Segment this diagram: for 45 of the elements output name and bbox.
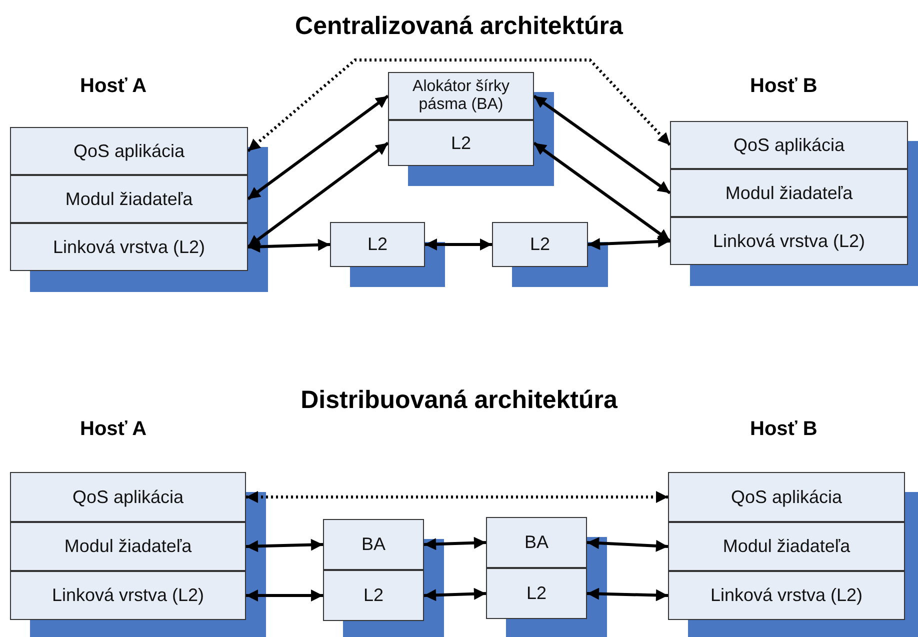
layer-box: L2 — [492, 222, 588, 267]
double-arrow — [425, 238, 492, 250]
layer-box: L2 — [486, 568, 587, 619]
section-title: Distribuovaná architektúra — [300, 386, 618, 414]
host-heading: Hosť B — [750, 418, 818, 441]
layer-box: BA — [486, 517, 587, 568]
layer-box: QoS aplikácia — [10, 472, 246, 522]
double-arrow — [247, 58, 672, 152]
double-arrow — [586, 588, 668, 602]
double-arrow — [588, 236, 670, 250]
layer-box: Modul žiadateľa — [670, 169, 908, 217]
double-arrow — [424, 536, 486, 550]
host-stack — [668, 418, 905, 620]
double-arrow — [246, 538, 324, 552]
double-arrow — [246, 491, 668, 503]
host-stack — [10, 75, 248, 271]
double-arrow — [248, 238, 330, 253]
layer-box: Modul žiadateľa — [668, 522, 905, 571]
layer-box: L2 — [388, 120, 534, 166]
layer-box: L2 — [323, 570, 424, 621]
layer-box: Linková vrstva (L2) — [10, 571, 246, 620]
double-arrow — [533, 94, 671, 194]
host-stack — [670, 75, 908, 265]
layer-box: Modul žiadateľa — [10, 175, 248, 223]
section-title: Centralizovaná architektúra — [295, 12, 623, 40]
host-heading: Hosť A — [80, 418, 147, 441]
layer-box: QoS aplikácia — [668, 472, 905, 522]
double-arrow — [247, 142, 389, 248]
double-arrow — [533, 142, 671, 242]
layer-box: QoS aplikácia — [670, 121, 908, 169]
layer-box: QoS aplikácia — [10, 127, 248, 175]
layer-box: Linková vrstva (L2) — [668, 571, 905, 620]
double-arrow — [247, 94, 389, 200]
layer-box: Alokátor šírky pásma (BA) — [388, 72, 534, 120]
host-heading: Hosť A — [80, 75, 147, 98]
layer-box: Modul žiadateľa — [10, 522, 246, 571]
host-heading: Hosť B — [750, 75, 818, 98]
double-arrow — [246, 590, 323, 602]
layer-box: L2 — [330, 222, 425, 267]
double-arrow — [424, 588, 486, 602]
layer-box: Linková vrstva (L2) — [670, 217, 908, 265]
layer-box: Linková vrstva (L2) — [10, 223, 248, 271]
host-stack — [10, 418, 246, 620]
layer-box: BA — [323, 519, 424, 570]
double-arrow — [586, 537, 668, 552]
